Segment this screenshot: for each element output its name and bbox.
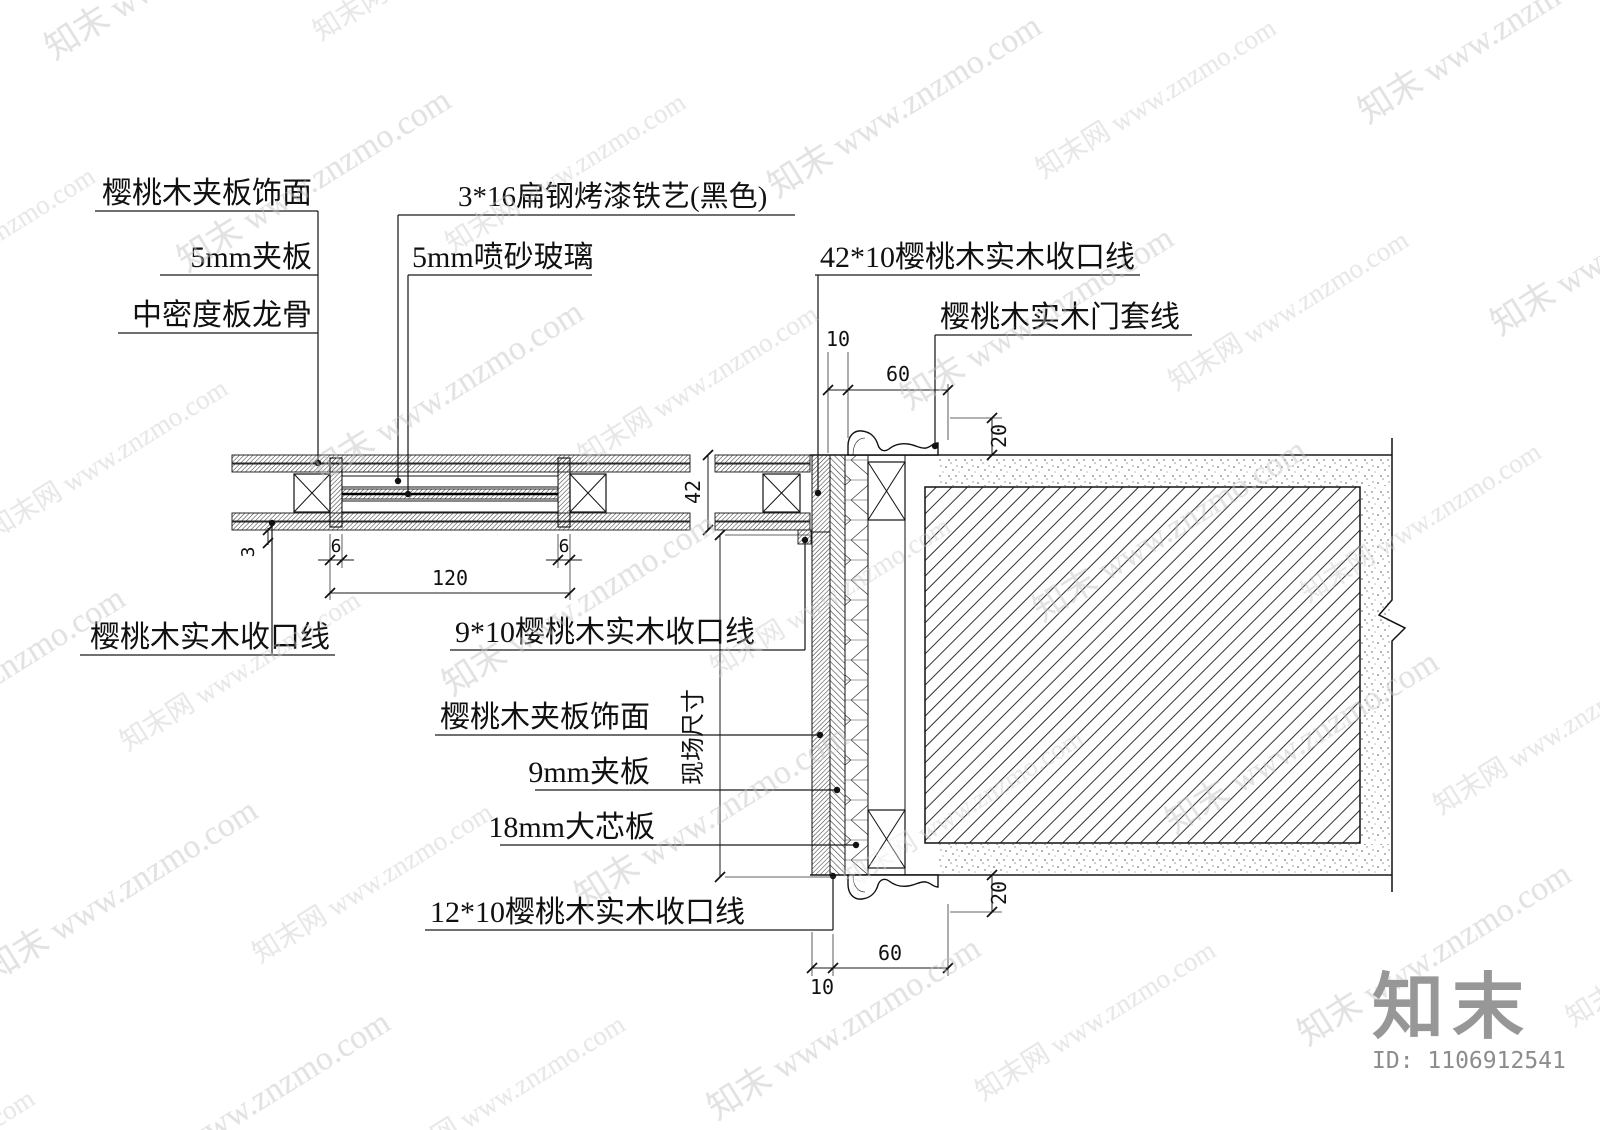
brand-logo: 知末 [1372, 968, 1532, 1048]
site-branding: 知末 ID: 1106912541 [1372, 968, 1566, 1074]
drawing-id: ID: 1106912541 [1372, 1048, 1566, 1074]
